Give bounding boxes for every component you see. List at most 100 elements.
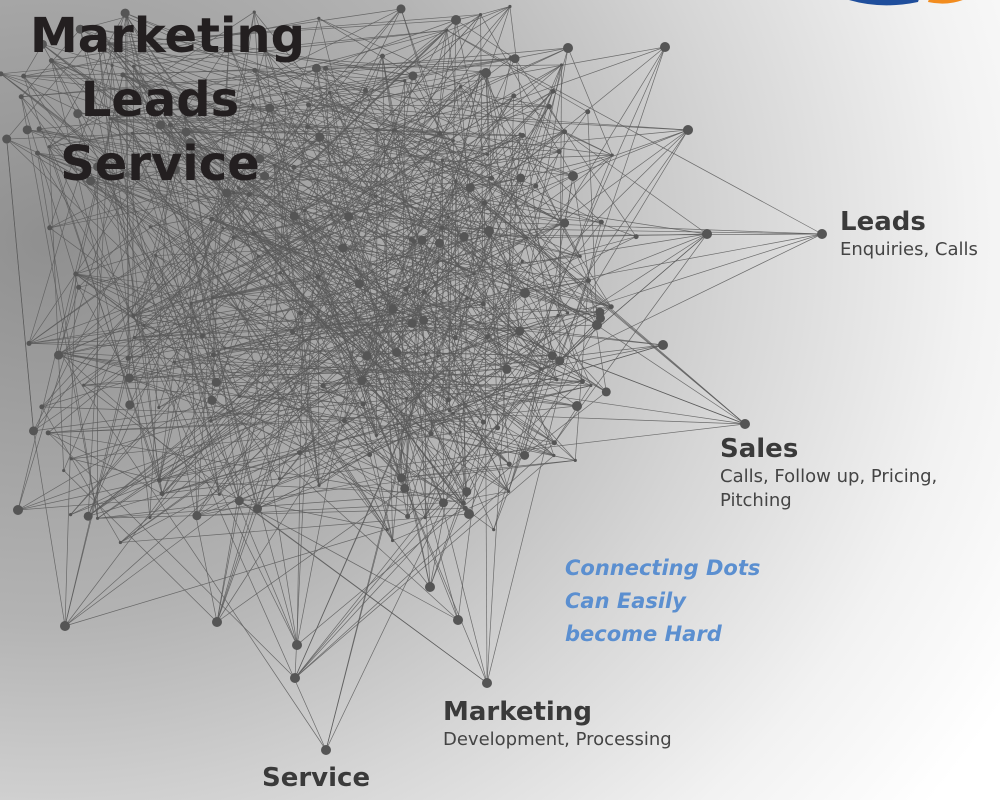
network-anchor-node — [658, 340, 668, 350]
network-edge — [90, 180, 555, 444]
network-edge — [41, 406, 121, 543]
network-node — [338, 243, 348, 253]
network-edge — [87, 308, 394, 517]
network-edge — [37, 152, 134, 316]
network-edge — [323, 344, 664, 387]
network-node — [357, 375, 367, 385]
network-anchor-node — [572, 401, 582, 411]
network-node — [439, 225, 445, 231]
network-edge — [0, 73, 128, 175]
network-node — [47, 145, 51, 149]
network-node — [316, 310, 320, 314]
network-edge — [485, 72, 520, 332]
sales-description-line-1: Calls, Follow up, Pricing, — [720, 466, 938, 487]
network-edge — [296, 210, 306, 646]
network-node — [21, 73, 27, 79]
network-edge — [318, 233, 708, 486]
network-edge — [559, 233, 708, 361]
network-node — [26, 340, 32, 346]
network-edge — [155, 255, 240, 501]
network-edge — [216, 323, 413, 383]
network-edge — [392, 308, 555, 456]
network-node — [73, 271, 79, 277]
network-nodes — [0, 4, 827, 755]
network-node — [185, 138, 195, 148]
network-edge — [160, 124, 258, 509]
network-node — [547, 351, 557, 361]
network-node — [83, 511, 93, 521]
network-node — [408, 71, 418, 81]
network-edge — [294, 491, 467, 679]
network-node — [118, 540, 123, 545]
network-node — [539, 367, 543, 371]
network-node — [234, 496, 244, 506]
network-node — [533, 183, 539, 189]
network-node — [451, 411, 455, 415]
network-edge — [488, 64, 562, 232]
network-node — [560, 218, 570, 228]
network-edge — [49, 12, 126, 228]
network-edge — [455, 19, 516, 59]
network-edge — [460, 86, 602, 223]
network-edge — [109, 43, 366, 91]
network-node — [211, 296, 215, 300]
network-edge — [17, 133, 133, 511]
network-node — [130, 131, 135, 135]
page-title: Marketing Leads Service — [30, 4, 305, 196]
network-node — [107, 42, 111, 46]
network-edge — [83, 360, 560, 386]
network-edge — [460, 86, 568, 314]
network-edge — [296, 455, 525, 646]
network-node — [482, 200, 488, 206]
network-edge — [124, 12, 228, 194]
network-node — [125, 400, 135, 410]
network-anchor-node — [702, 229, 712, 239]
network-anchor-node — [481, 68, 491, 78]
network-anchor-node — [453, 615, 463, 625]
network-node — [448, 430, 452, 434]
network-node — [252, 10, 256, 14]
network-edge — [120, 513, 470, 543]
network-node — [120, 72, 126, 78]
network-node — [48, 58, 54, 64]
network-node — [419, 315, 429, 325]
network-node — [354, 267, 358, 271]
network-edge — [186, 131, 488, 155]
network-node — [633, 234, 639, 240]
network-node — [515, 326, 525, 336]
sales-heading: Sales — [720, 434, 799, 464]
network-edge — [524, 292, 601, 319]
network-node — [93, 162, 103, 172]
network-edge — [196, 502, 444, 517]
network-edge — [33, 68, 326, 432]
network-edge — [21, 47, 569, 98]
network-edge — [455, 19, 520, 332]
network-edge — [160, 124, 451, 433]
network-edge — [70, 479, 160, 515]
network-edge — [375, 195, 490, 232]
network-edge — [29, 324, 598, 344]
network-edge — [318, 72, 487, 313]
network-edge — [316, 67, 441, 134]
network-edge — [175, 169, 320, 486]
network-edge — [484, 202, 746, 425]
network-edge — [239, 181, 456, 397]
network-edge — [425, 354, 555, 444]
network-edge — [98, 19, 457, 44]
network-node — [125, 355, 131, 361]
network-node — [375, 128, 379, 132]
network-node — [37, 39, 47, 49]
network-edge — [480, 6, 511, 15]
network-node — [485, 152, 489, 156]
network-edge — [17, 385, 591, 511]
network-edge — [143, 19, 457, 326]
service-label: Service — [262, 762, 370, 794]
network-edge — [572, 175, 607, 392]
network-node — [131, 313, 135, 317]
network-edge — [97, 491, 467, 519]
network-node — [2, 134, 12, 144]
network-node — [265, 103, 275, 113]
network-edge — [455, 71, 482, 182]
network-edge — [322, 385, 402, 479]
network-node — [159, 491, 165, 497]
